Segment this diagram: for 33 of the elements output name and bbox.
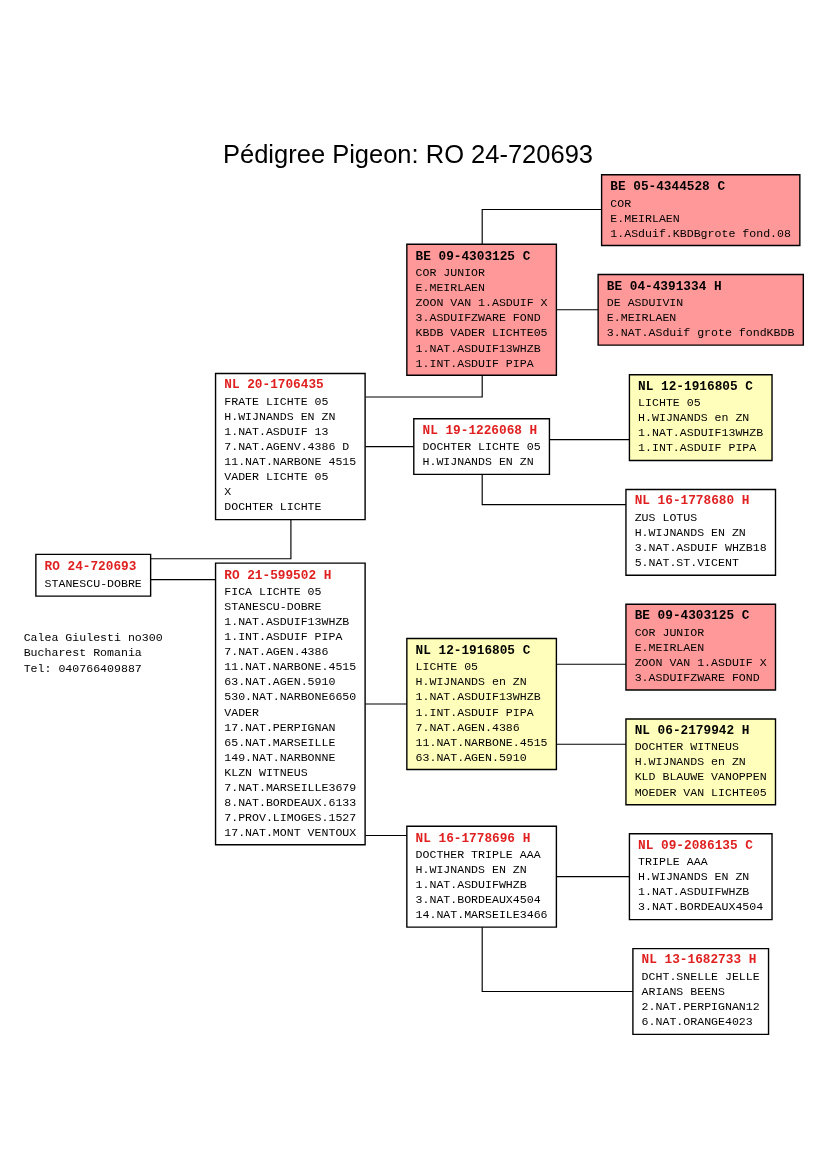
- connector: [364, 446, 415, 448]
- node-box: NL 19-1226068 H DOCHTER LICHTE 05 H.WIJNANDS EN ZN: [413, 418, 551, 476]
- label: Bucharest Romania: [23, 646, 142, 660]
- connector: [365, 374, 483, 398]
- connector: [548, 439, 630, 441]
- connector: [555, 663, 627, 665]
- node-box: NL 16-1778696 H DOCTHER TRIPLE AAA H.WIJNANDS EN ZN 1.NAT.ASDUIFWHZB 3.NAT.BORDEAUX4504 14.NAT.MARSEILE3466: [406, 825, 558, 928]
- node-box: BE 04-4391334 H DE ASDUIVIN E.MEIRLAEN 3.NAT.ASduif grote fondKBDB: [597, 273, 804, 346]
- connector: [150, 579, 217, 581]
- connector: [364, 703, 408, 705]
- label: Calea Giulesti no300: [23, 631, 163, 645]
- diagram-title: Pédigree Pigeon: RO 24-720693: [222, 139, 594, 168]
- node-box: NL 06-2179942 H DOCHTER WITNEUS H.WIJNANDS en ZN KLD BLAUWE VANOPPEN MOEDER VAN LICHTE05: [625, 718, 777, 806]
- connector: [150, 519, 292, 560]
- node-box: NL 16-1778680 H ZUS LOTUS H.WIJNANDS EN ZN 3.NAT.ASDUIF WHZB18 5.NAT.ST.VICENT: [625, 488, 777, 576]
- connector: [555, 743, 627, 745]
- node-box: NL 12-1916805 C LICHTE 05 H.WIJNANDS en ZN 1.NAT.ASDUIF13WHZB 1.INT.ASDUIF PIPA: [628, 374, 773, 462]
- connector: [555, 876, 630, 878]
- connector: [481, 926, 634, 993]
- node-box: RO 21-599502 H FICA LICHTE 05 STANESCU-DOBRE 1.NAT.ASDUIF13WHZB 1.INT.ASDUIF PIPA 7.NAT.AGEN.4386 11.NAT.NARBONE.4515 63.NAT.AGEN.5910 530.NAT.NARBONE6650 VADER 17.NAT.PERPIGNAN 65.NAT.MARSEILLE 149.NAT.NARBONNE KLZN WITNEUS 7.NAT.MARSEILLE3679 8.NAT.BORDEAUX.6133 7.PROV.LIMOGES.1527 17.NAT.MONT VENTOUX: [214, 562, 366, 846]
- node-box: BE 09-4303125 C COR JUNIOR E.MEIRLAEN ZOON VAN 1.ASDUIF X 3.ASDUIFZWARE FOND: [625, 603, 777, 691]
- node-box: NL 09-2086135 C TRIPLE AAA H.WIJNANDS EN ZN 1.NAT.ASDUIFWHZB 3.NAT.BORDEAUX4504: [628, 833, 773, 921]
- connector: [364, 834, 408, 837]
- node-box: RO 24-720693 STANESCU-DOBRE: [35, 553, 152, 597]
- node-box: NL 20-1706435 FRATE LICHTE 05 H.WIJNANDS EN ZN 1.NAT.ASDUIF 13 7.NAT.AGENV.4386 D 11.NAT.NARBONE 4515 VADER LICHTE 05 X DOCHTER LICHTE: [214, 372, 366, 521]
- node-box: NL 12-1916805 C LICHTE 05 H.WIJNANDS en ZN 1.NAT.ASDUIF13WHZB 1.INT.ASDUIF PIPA 7.NAT.AGEN.4386 11.NAT.NARBONE.4515 63.NAT.AGEN.5910: [406, 637, 558, 771]
- connector: [481, 208, 602, 245]
- connector: [555, 309, 599, 311]
- connector: [481, 474, 627, 506]
- node-box: BE 09-4303125 C COR JUNIOR E.MEIRLAEN ZOON VAN 1.ASDUIF X 3.ASDUIFZWARE FOND KBDB VADER LICHTE05 1.NAT.ASDUIF13WHZB 1.INT.ASDUIF PIPA: [406, 243, 558, 376]
- node-box: NL 13-1682733 H DCHT.SNELLE JELLE ARIANS BEENS 2.NAT.PERPIGNAN12 6.NAT.ORANGE4023: [632, 947, 770, 1036]
- label: Tel: 040766409887: [23, 661, 142, 675]
- node-box: BE 05-4344528 C COR E.MEIRLAEN 1.ASduif.KBDBgrote fond.08: [600, 174, 801, 247]
